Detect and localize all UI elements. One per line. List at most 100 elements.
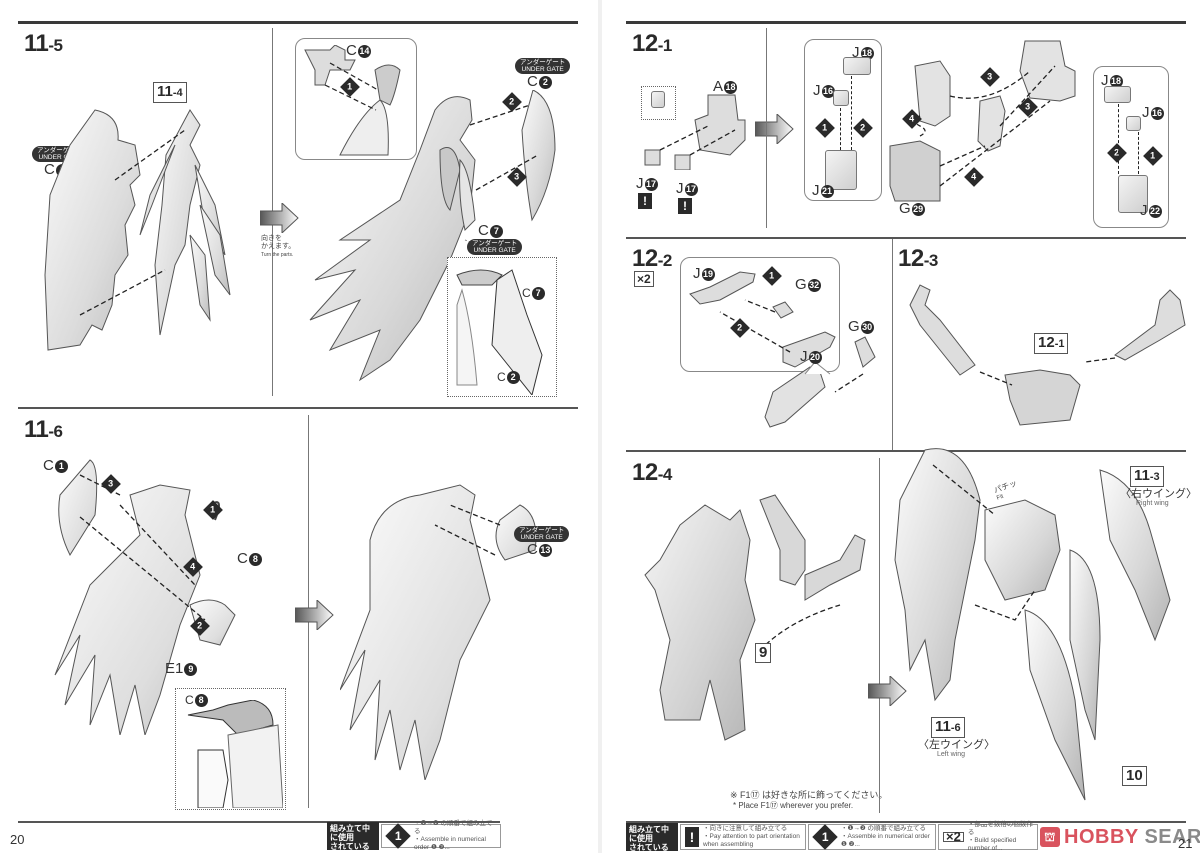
part-number: 17	[644, 178, 658, 191]
part-number: 8	[248, 553, 262, 566]
divider-vertical-12-4	[879, 458, 880, 813]
detail-c8-illustration	[187, 700, 283, 808]
page-number-left: 20	[10, 832, 25, 847]
ref-box-11-6: 11-6	[931, 717, 965, 738]
legend-order-jp: ・❶→❷ の順番で組み立てる	[414, 820, 493, 835]
ref-box-10: 10	[1122, 766, 1147, 786]
part-number: 18	[724, 81, 738, 94]
part-number: 13	[538, 544, 552, 557]
left-wing-caption-jp: 〈左ウイング〉	[918, 739, 995, 751]
part-letter: J	[800, 348, 808, 365]
part-number: 7	[531, 287, 545, 300]
step-12-1-title: 12-1	[632, 30, 672, 58]
part-number: 9	[184, 663, 198, 676]
divider-horizontal-left	[18, 407, 578, 409]
legend-multiply-jp: ・部品を数倍の個数作る	[967, 821, 1033, 836]
part-letter: J	[1101, 72, 1109, 89]
part-number: 14	[357, 45, 371, 58]
legend-header-jp-1: 組み立て中に使用	[330, 824, 370, 842]
ref-main: 11	[157, 83, 173, 100]
wing-11-6-result-illustration	[340, 484, 537, 780]
legend-order-jp: ・❶→❷ の順番で組み立てる	[841, 825, 926, 832]
part-number: 1	[54, 460, 68, 473]
legend-order-right: 1 ・❶→❷ の順番で組み立てる ・Assemble in numerical …	[808, 824, 936, 850]
right-top-rule	[626, 21, 1186, 24]
left-wing-caption-en: Left wing	[937, 751, 966, 758]
legend-header-jp-1: 組み立て中に使用	[629, 825, 669, 843]
part-number: 18	[860, 47, 874, 60]
part-letter: J	[813, 82, 821, 99]
ref-box-11-4: 11-4	[153, 82, 187, 103]
part-letter: C	[43, 457, 54, 474]
turn-note-jp-1: 向きを	[261, 235, 282, 242]
step-number: 12	[632, 30, 658, 57]
final-wing-assembly-illustration	[894, 448, 1171, 801]
j19-j20-illustration	[689, 271, 876, 428]
ref-sub: -1	[1054, 338, 1065, 350]
multiply-x2-icon: ×2	[943, 830, 964, 843]
divider-vertical-12-1	[766, 28, 767, 228]
under-gate-badge-c13: アンダーゲート UNDER GATE	[514, 526, 570, 542]
legend-order-en: ・Assemble in numerical order ❶ ❷...	[414, 836, 486, 851]
j22-part	[1118, 175, 1148, 213]
j18-part	[843, 57, 871, 75]
legend-warn-jp: ・向きに注意して組み立てる	[703, 825, 788, 832]
part-number: 20	[808, 351, 822, 364]
part-letter: J	[693, 265, 701, 282]
part-letter: G	[899, 200, 911, 217]
j17-detail-part	[651, 91, 665, 108]
part-letter: C	[478, 222, 489, 239]
part-number: 18	[1109, 75, 1123, 88]
step-sub-number: -3	[923, 251, 939, 270]
part-number: 32	[807, 279, 821, 292]
part-number: 2	[506, 371, 520, 384]
part-letter: J	[812, 182, 820, 199]
a18-part-illustration	[644, 94, 746, 170]
part-letter: C	[497, 370, 506, 384]
orientation-warning-icon: !	[678, 198, 692, 214]
legend-header-left: 組み立て中に使用 されているアイコン Symbols used in instr…	[327, 822, 379, 853]
part-letter: E1	[165, 660, 184, 677]
legend-multiply: ×2 ・部品を数倍の個数作る ・Build specified number o…	[938, 821, 1038, 852]
step-number: 12	[632, 245, 658, 272]
part-number: 2	[538, 76, 552, 89]
part-letter: G	[848, 318, 860, 335]
turn-arrow-icon	[260, 203, 299, 233]
ref-box-9: 9	[755, 643, 772, 663]
gundam-body-illustration	[644, 494, 866, 741]
part-letter: C	[185, 693, 194, 707]
wing-assembly-illustration	[309, 90, 556, 382]
step-12-2-title: 12-2	[632, 245, 672, 273]
turn-note-en: Turn the parts.	[261, 252, 294, 258]
part-letter: C	[237, 550, 248, 567]
12-3-arm-assembly-illustration	[909, 284, 1186, 426]
j21-part	[825, 150, 857, 190]
part-letter: J	[636, 175, 644, 192]
step-sub-number: -4	[657, 465, 673, 484]
legend-order-left: 1 ・❶→❷ の順番で組み立てる ・Assemble in numerical …	[381, 820, 501, 851]
step-12-4-title: 12-4	[632, 459, 672, 487]
part-letter: J	[676, 180, 684, 197]
right-wing-caption-en: Right wing	[1136, 500, 1169, 507]
part-number: 22	[1148, 205, 1162, 218]
divider-vertical-12-2	[892, 239, 893, 451]
divider-horizontal-12-3	[626, 450, 1186, 452]
step-11-6-title: 11-6	[24, 416, 63, 444]
